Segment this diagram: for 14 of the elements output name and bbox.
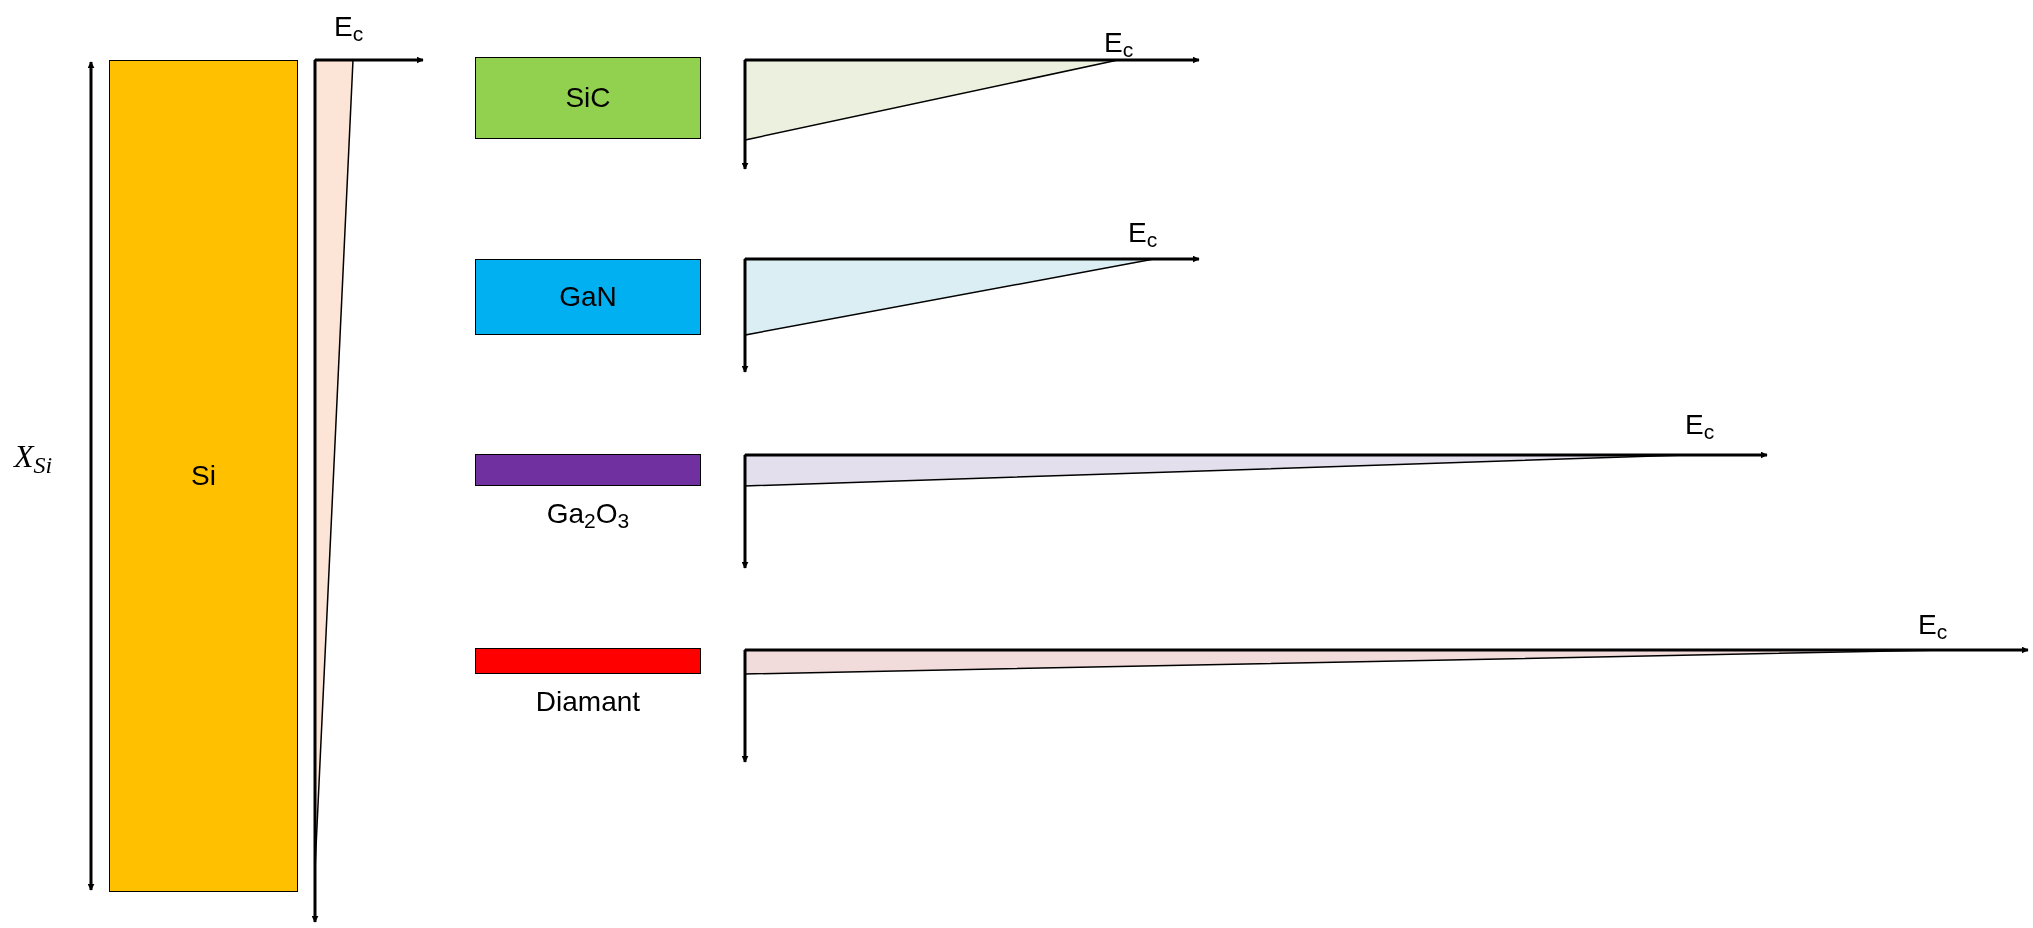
axis-label: E$_{c}$: [1128, 216, 1158, 254]
material-label: Diamant: [535, 685, 641, 719]
axis-label: E$_{c}$: [334, 10, 364, 48]
axis-label: E$_{c}$: [1104, 26, 1134, 64]
material-box: [475, 57, 701, 139]
material-box: [109, 60, 298, 892]
material-label: Ga$_{2}$O$_{3}$: [546, 497, 630, 531]
axis-label: E$_{c}$: [1685, 408, 1715, 446]
axis-label: E$_{c}$: [1918, 608, 1948, 646]
material-label: SiC: [565, 81, 611, 115]
material-label: Si: [191, 459, 216, 493]
material-box: [475, 259, 701, 335]
material-label: GaN: [559, 280, 617, 314]
dimension-label: X$_{Si}$: [14, 437, 53, 480]
